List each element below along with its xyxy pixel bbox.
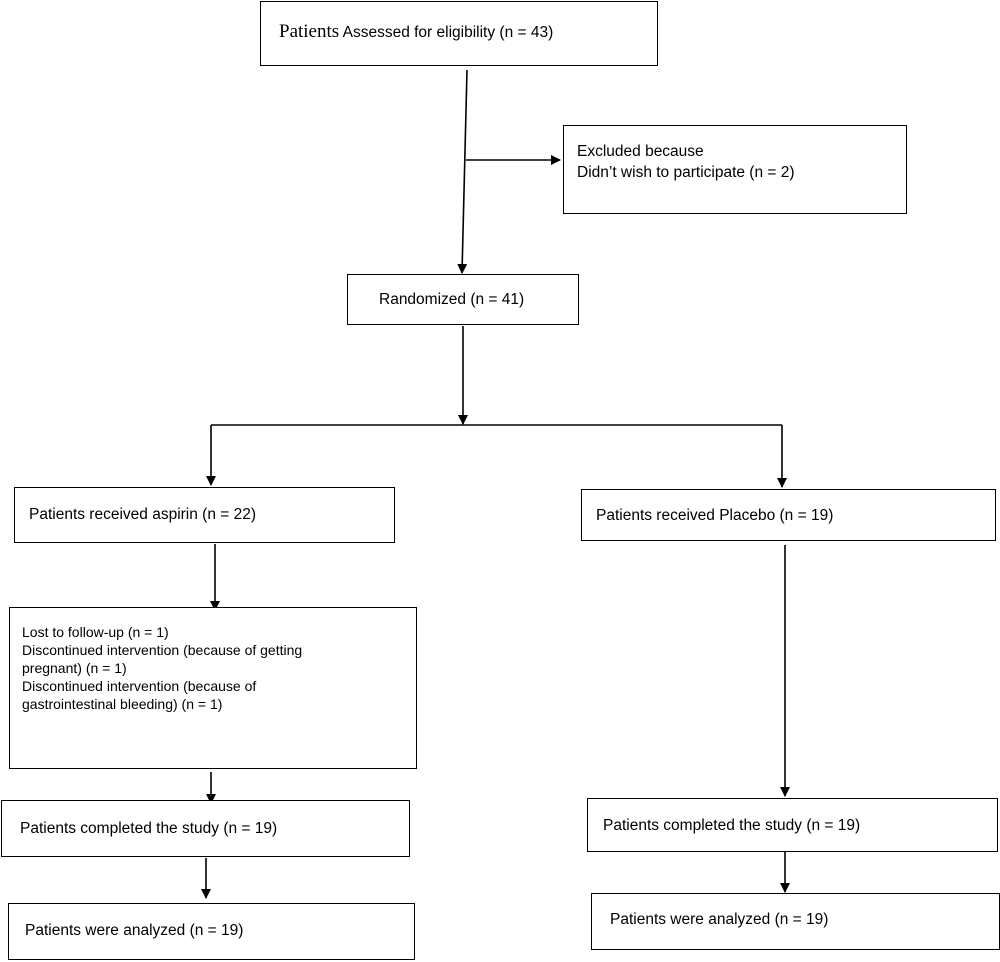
loss-line-5: gastrointestinal bleeding) (n = 1) xyxy=(22,696,223,712)
node-assessed-rest: Assessed for eligibility (n = 43) xyxy=(339,24,554,41)
node-completed-left-label: Patients completed the study (n = 19) xyxy=(20,820,278,837)
loss-line-2: Discontinued intervention (because of ge… xyxy=(22,642,303,658)
node-aspirin: Patients received aspirin (n = 22) xyxy=(14,487,395,543)
node-assessed: Patients Assessed for eligibility (n = 4… xyxy=(260,1,658,66)
node-completed-right: Patients completed the study (n = 19) xyxy=(587,798,998,852)
node-completed-right-label: Patients completed the study (n = 19) xyxy=(603,817,861,834)
arrow-assessed-to-randomized xyxy=(457,69,468,274)
node-aspirin-label: Patients received aspirin (n = 22) xyxy=(29,506,257,523)
node-excluded: Excluded because Didn’t wish to particip… xyxy=(563,125,907,214)
node-excluded-line2: Didn’t wish to participate (n = 2) xyxy=(577,164,795,181)
node-analyzed-left: Patients were analyzed (n = 19) xyxy=(8,903,415,960)
node-excluded-line1: Excluded because xyxy=(577,143,704,160)
node-randomized-label: Randomized (n = 41) xyxy=(379,291,525,308)
loss-line-4: Discontinued intervention (because of xyxy=(22,678,257,694)
node-placebo: Patients received Placebo (n = 19) xyxy=(581,489,996,541)
node-assessed-text: Patients Assessed for eligibility (n = 4… xyxy=(279,22,553,42)
node-analyzed-left-label: Patients were analyzed (n = 19) xyxy=(25,922,244,939)
node-losses: Lost to follow-up (n = 1) Discontinued i… xyxy=(9,607,417,769)
node-analyzed-right: Patients were analyzed (n = 19) xyxy=(591,893,1000,950)
node-placebo-label: Patients received Placebo (n = 19) xyxy=(596,507,834,524)
loss-line-1: Lost to follow-up (n = 1) xyxy=(22,624,169,640)
node-analyzed-right-label: Patients were analyzed (n = 19) xyxy=(610,911,829,928)
node-losses-text: Lost to follow-up (n = 1) Discontinued i… xyxy=(22,623,302,713)
loss-line-3: pregnant) (n = 1) xyxy=(22,660,127,676)
node-completed-left: Patients completed the study (n = 19) xyxy=(1,800,410,857)
node-assessed-word: Patients xyxy=(279,21,340,42)
node-randomized: Randomized (n = 41) xyxy=(347,274,579,325)
